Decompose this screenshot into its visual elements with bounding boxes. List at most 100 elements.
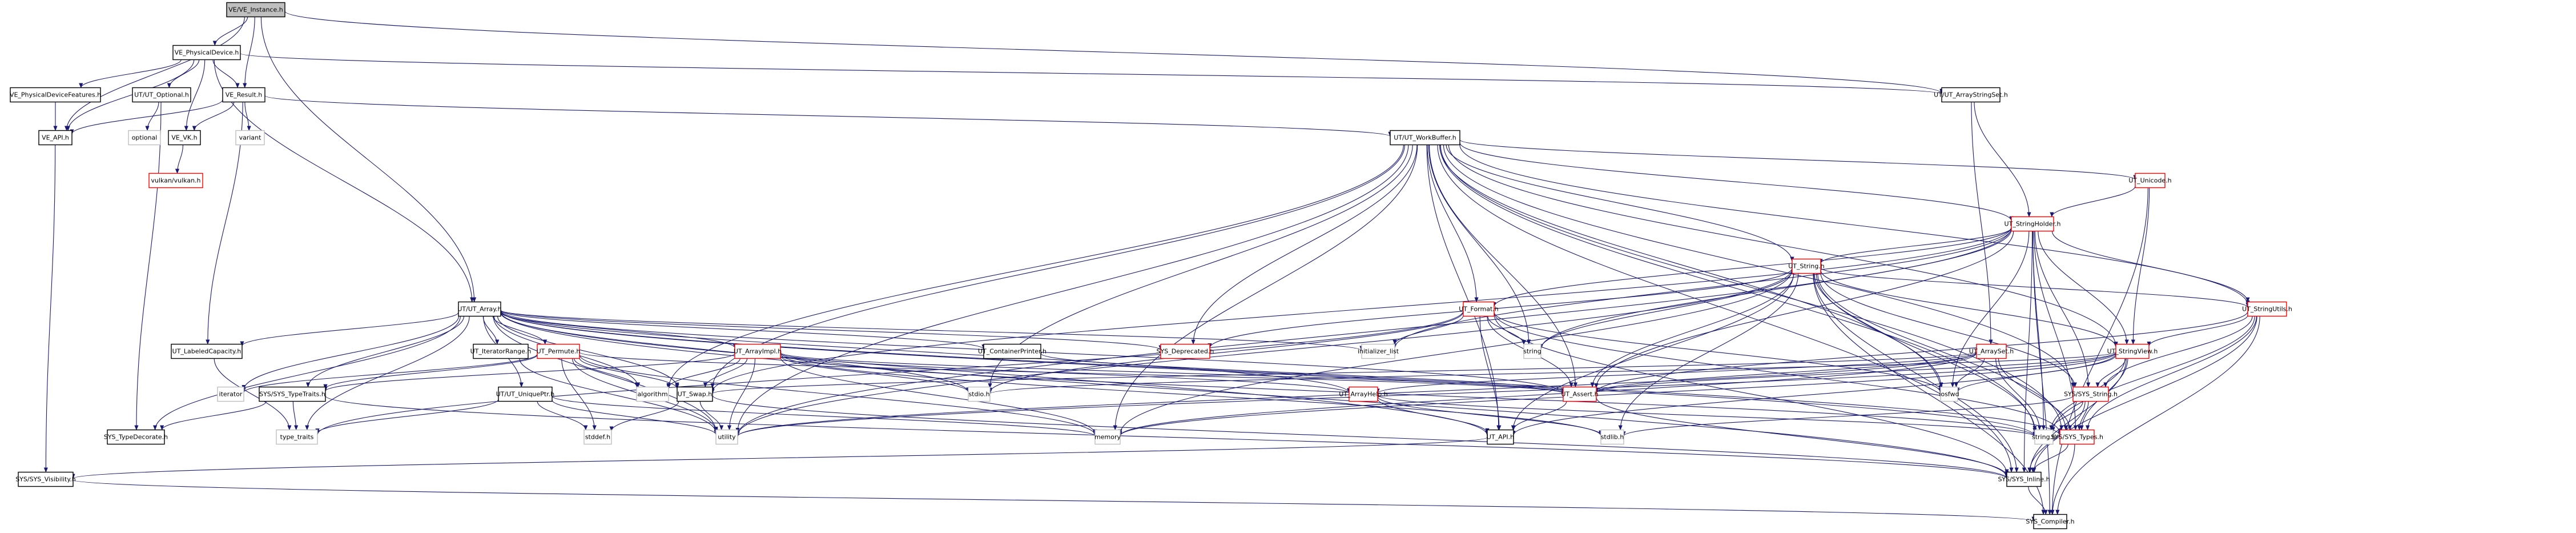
edge-ut-arrayimpl-to-utility (727, 358, 756, 431)
node-initializer-list[interactable]: initializer_list (1358, 343, 1399, 359)
edge-ut-assert-to-ut-api (1511, 401, 1567, 431)
node-utility[interactable]: utility (715, 429, 738, 445)
node-ut-permute[interactable]: UT_Permute.h (537, 343, 581, 359)
node-ut-api[interactable]: UT_API.h (1487, 429, 1514, 445)
edge-ut-array-to-sys-typedecorate (153, 316, 461, 431)
node-ut-stringutils[interactable]: UT_StringUtils.h (2242, 301, 2292, 317)
edge-ut-stringholder-to-ut-stringview (2038, 231, 2129, 345)
edge-ut-stringholder-to-ut-format (1492, 227, 2012, 307)
edge-ut-permute-to-ut-swap (579, 358, 679, 390)
node-ve-physicaldevicefeatures[interactable]: VE_PhysicalDeviceFeatures.h (10, 87, 101, 103)
node-box (217, 386, 244, 402)
node-optional[interactable]: optional (128, 130, 161, 146)
node-string-h[interactable]: string.h (2032, 429, 2056, 445)
node-box (1160, 343, 1210, 359)
node-ut-workbuffer[interactable]: UT/UT_WorkBuffer.h (1390, 130, 1460, 146)
node-label: SYS/SYS_Visibility.h (15, 476, 76, 483)
node-ve-physicaldevice[interactable]: VE_PhysicalDevice.h (172, 45, 241, 61)
edge-ut-permute-to-sys-typetraits (323, 354, 538, 390)
node-sys-inline[interactable]: SYS/SYS_Inline.h (1998, 471, 2050, 487)
node-ut-labeledcapacity[interactable]: UT_LabeledCapacity.h (171, 343, 243, 359)
node-label: VE_API.h (42, 134, 69, 142)
node-sys-types[interactable]: SYS/SYS_Types.h (2051, 429, 2103, 445)
node-box (2059, 429, 2095, 445)
node-sys-typetraits[interactable]: SYS/SYS_TypeTraits.h (259, 386, 326, 402)
node-sys-string[interactable]: SYS/SYS_String.h (2064, 386, 2118, 402)
node-sys-compiler[interactable]: SYS_Compiler.h (2026, 514, 2075, 530)
node-ut-stringview[interactable]: UT_StringView.h (2107, 343, 2158, 359)
node-ve-instance[interactable]: VE/VE_Instance.h (226, 2, 285, 18)
node-stdlib[interactable]: stdlib.h (1600, 429, 1624, 445)
edge-ut-string-to-memory (1118, 270, 1793, 435)
node-box (235, 130, 265, 146)
node-algorithm[interactable]: algorithm (636, 386, 669, 402)
node-ve-result[interactable]: VE_Result.h (222, 87, 265, 103)
node-label: UT/UT_Array.h (457, 306, 501, 313)
node-box (2033, 514, 2067, 530)
edge-ve-physicaldevice-to-ve-result (212, 59, 240, 89)
node-string[interactable]: string (1523, 343, 1541, 359)
edge-ut-stringholder-to-ut-string (1818, 227, 2012, 265)
node-box (2072, 386, 2109, 402)
node-box (677, 386, 713, 402)
edge-ut-string-to-ut-stringutils (1820, 267, 2250, 308)
node-ut-optional[interactable]: UT/UT_Optional.h (132, 87, 191, 103)
edge-ut-arrayset-to-string-h (1995, 358, 2042, 431)
edge-ut-stringutils-to-ut-stringview (2147, 315, 2248, 347)
node-ve-vk[interactable]: VE_VK.h (168, 130, 201, 146)
node-sys-typedecorate[interactable]: SYS_TypeDecorate.h (104, 429, 168, 445)
node-ut-string[interactable]: UT_String.h (1788, 258, 1825, 274)
edge-ut-unicode-to-ut-stringview (2131, 187, 2150, 345)
node-box (1361, 343, 1395, 359)
edge-ut-stringholder-to-sys-inline (2022, 231, 2033, 473)
node-vulkan[interactable]: vulkan/vulkan.h (148, 173, 203, 189)
node-ut-unicode[interactable]: UT_Unicode.h (2128, 173, 2172, 189)
node-label: VE_PhysicalDeviceFeatures.h (10, 91, 101, 99)
node-ut-stringholder[interactable]: UT_StringHolder.h (2005, 216, 2061, 232)
node-ve-api[interactable]: VE_API.h (38, 130, 73, 146)
edge-ut-workbuffer-to-utility (735, 145, 1409, 433)
edge-ut-arrayhelp-to-string-h (1377, 395, 2037, 437)
node-ut-arraystringset[interactable]: UT/UT_ArrayStringSet.h (1934, 87, 2008, 103)
node-ut-arrayset[interactable]: UT_ArraySet.h (1969, 343, 2014, 359)
node-ut-swap[interactable]: UT_Swap.h (677, 386, 713, 402)
node-box (2011, 216, 2054, 232)
node-ut-format[interactable]: UT_Format.h (1459, 301, 1499, 317)
edge-ve-physicaldevice-to-ut-optional (167, 59, 200, 89)
edge-ut-string-to-string (1539, 270, 1793, 350)
edge-ut-stringview-to-stdio (988, 351, 2116, 395)
node-ut-assert[interactable]: UT_Assert.h (1561, 386, 1599, 402)
edge-ut-uniqueptr-to-stddef (537, 401, 588, 431)
node-ut-uniqueptr[interactable]: UT/UT_UniquePtr.h (496, 386, 555, 402)
edge-ut-permute-to-stddef (561, 358, 597, 431)
node-box (148, 173, 203, 189)
edge-ut-string-to-ut-stringview (1820, 270, 2118, 348)
node-label: UT_Format.h (1459, 306, 1499, 313)
node-box (537, 343, 580, 359)
node-sys-visibility[interactable]: SYS/SYS_Visibility.h (15, 471, 76, 487)
node-ut-arrayimpl[interactable]: UT_ArrayImpl.h (734, 343, 782, 359)
edge-ut-stringholder-to-utility (735, 227, 2012, 436)
edge-ve-api-to-sys-visibility (43, 145, 56, 473)
node-box (734, 343, 781, 359)
node-type-traits[interactable]: type_traits (276, 429, 318, 445)
node-ut-arrayhelp[interactable]: UT_ArrayHelp.h (1339, 386, 1388, 402)
edge-ut-arrayset-to-ut-swap (711, 351, 1977, 394)
edge-sys-string-to-sys-types (2077, 401, 2089, 431)
node-stdio[interactable]: stdio.h (968, 386, 991, 402)
node-iosfwd[interactable]: iosfwd (1939, 386, 1959, 402)
node-iterator[interactable]: iterator (217, 386, 244, 402)
edge-ve-instance-to-ut-array (260, 17, 477, 303)
node-variant[interactable]: variant (235, 130, 265, 146)
node-ut-iteratorrange[interactable]: UT_IteratorRange.h (470, 343, 532, 359)
edge-ut-stringholder-to-ut-stringutils (2051, 231, 2250, 303)
edge-ut-stringholder-to-sys-types (2034, 231, 2078, 431)
node-memory[interactable]: memory (1094, 429, 1121, 445)
edge-ut-arrayimpl-to-stdio (780, 355, 971, 393)
node-ut-containerprinter[interactable]: UT_ContainerPrinter.h (978, 343, 1046, 359)
node-ut-array[interactable]: UT/UT_Array.h (457, 301, 502, 317)
node-stddef[interactable]: stddef.h (583, 429, 612, 445)
edge-ut-arrayhelp-to-stdlib (1377, 396, 1603, 436)
node-sys-deprecated[interactable]: SYS_Deprecated.h (1157, 343, 1214, 359)
